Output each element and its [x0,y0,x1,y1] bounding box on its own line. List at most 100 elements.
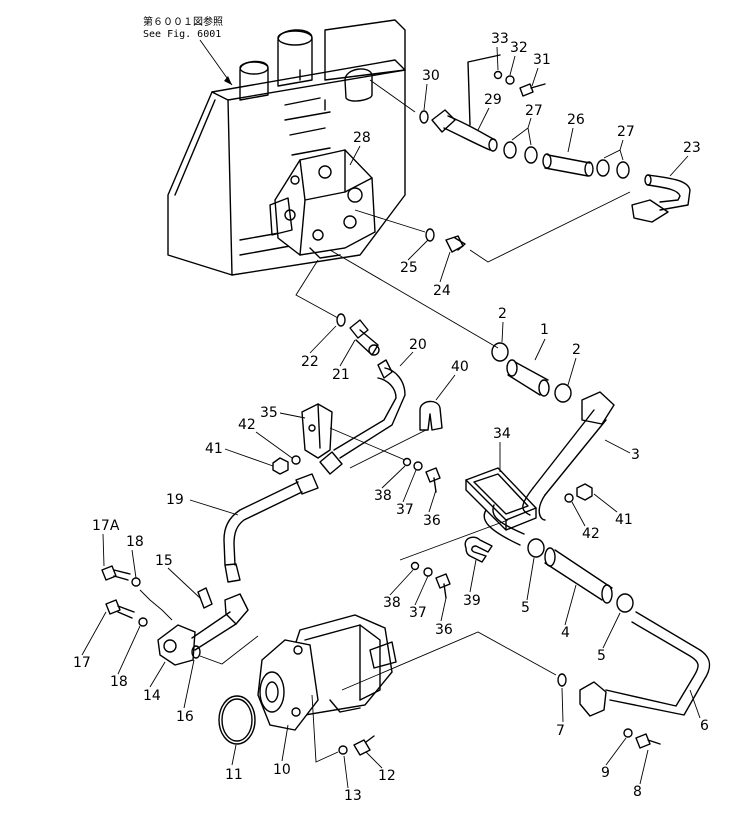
callout-2: 2 [498,306,507,322]
o-ring-25 [425,228,435,242]
callout-6: 6 [700,718,709,734]
bracket-35 [301,403,406,461]
fitting-21 [349,319,380,356]
bolt-12 [353,735,375,756]
callout-9: 9 [601,765,610,781]
callout-39: 39 [463,593,481,609]
callout-21: 21 [332,367,350,383]
o-ring-30 [419,110,429,124]
callout-38: 38 [383,595,401,611]
fitting-15 [197,587,213,609]
callout-34: 34 [493,426,511,442]
reference-note-japanese: 第６００１図参照 [143,15,223,28]
callout-10: 10 [273,762,291,778]
o-ring-22 [336,313,346,327]
callout-5: 5 [521,600,530,616]
washer-38-lower [410,561,420,571]
callout-35: 35 [260,405,278,421]
callout-37: 37 [396,502,414,518]
hose-clamp-2-right [554,383,572,403]
washer-13 [338,745,348,755]
tube-3 [522,391,615,521]
o-ring-11 [218,695,256,745]
callout-32: 32 [510,40,528,56]
fitting-24 [445,235,466,253]
hose-clamp-5-left [527,538,545,558]
callout-3: 3 [631,447,640,463]
washer-38-upper [402,457,412,467]
bolt-8 [635,733,661,749]
control-valve-28 [269,149,376,259]
hose-4 [544,547,613,604]
u-bolt-39 [464,536,493,563]
hose-1 [506,359,550,397]
callout-40: 40 [451,359,469,375]
hydraulic-pump-10 [257,614,397,731]
tube-20 [319,359,406,475]
callout-36: 36 [435,622,453,638]
callout-11: 11 [225,767,243,783]
callout-42: 42 [238,417,256,433]
callout-41: 41 [615,512,633,528]
callout-28: 28 [353,130,371,146]
callout-18: 18 [126,534,144,550]
callout-27: 27 [525,103,543,119]
top-leader-lines [295,79,631,349]
callout-4: 4 [561,625,570,641]
flange-elbow-14 [157,593,249,666]
callout-15: 15 [155,553,173,569]
callout-14: 14 [143,688,161,704]
callout-leaders [81,46,701,789]
callout-38: 38 [374,488,392,504]
callout-22: 22 [301,354,319,370]
pump-leader-lines [139,589,557,763]
washer-33 [493,70,503,80]
callout-labels: 1 2 2 3 4 5 5 6 7 8 9 10 11 12 13 14 15 … [73,31,709,804]
reference-leader [199,39,233,86]
o-ring-7 [557,673,567,687]
washer-18-upper [131,577,141,587]
hose-clamps-27-right [596,159,630,179]
bolt-36-lower [435,573,451,599]
callout-27: 27 [617,124,635,140]
reference-note-english: See Fig. 6001 [143,29,221,40]
callout-25: 25 [400,260,418,276]
bolt-31 [519,83,546,97]
callout-26: 26 [567,112,585,128]
tube-6 [579,611,711,717]
bolt-17A [101,565,131,581]
hose-clamp-5-right [616,593,634,613]
callout-17A: 17A [92,518,120,534]
callout-18: 18 [110,674,128,690]
callout-30: 30 [422,68,440,84]
o-ring-16 [191,645,201,659]
callout-20: 20 [409,337,427,353]
hydraulic-tank [167,19,406,276]
callout-33: 33 [491,31,509,47]
reference-arrowhead [224,76,232,85]
washer-37-lower [423,567,433,577]
callout-1: 1 [540,322,549,338]
callout-16: 16 [176,709,194,725]
callout-41: 41 [205,441,223,457]
hose-clamp-2-left [491,342,509,362]
o-ring-11-inner [221,698,253,742]
callout-23: 23 [683,140,701,156]
washer-37-upper [413,461,423,471]
tube-segment-mid [483,504,525,546]
hose-clamps-27-left [503,141,538,164]
nut-41-left [272,457,289,475]
nut-41-right [576,483,593,501]
washer-42-left [291,455,301,465]
callout-8: 8 [633,784,642,800]
hose-19 [223,473,319,583]
bolt-36-upper [425,467,441,493]
washer-32 [505,75,515,85]
callout-37: 37 [409,605,427,621]
callout-17: 17 [73,655,91,671]
callout-5: 5 [597,648,606,664]
callout-24: 24 [433,283,451,299]
flange-tube-29 [431,54,501,152]
callout-7: 7 [556,723,565,739]
